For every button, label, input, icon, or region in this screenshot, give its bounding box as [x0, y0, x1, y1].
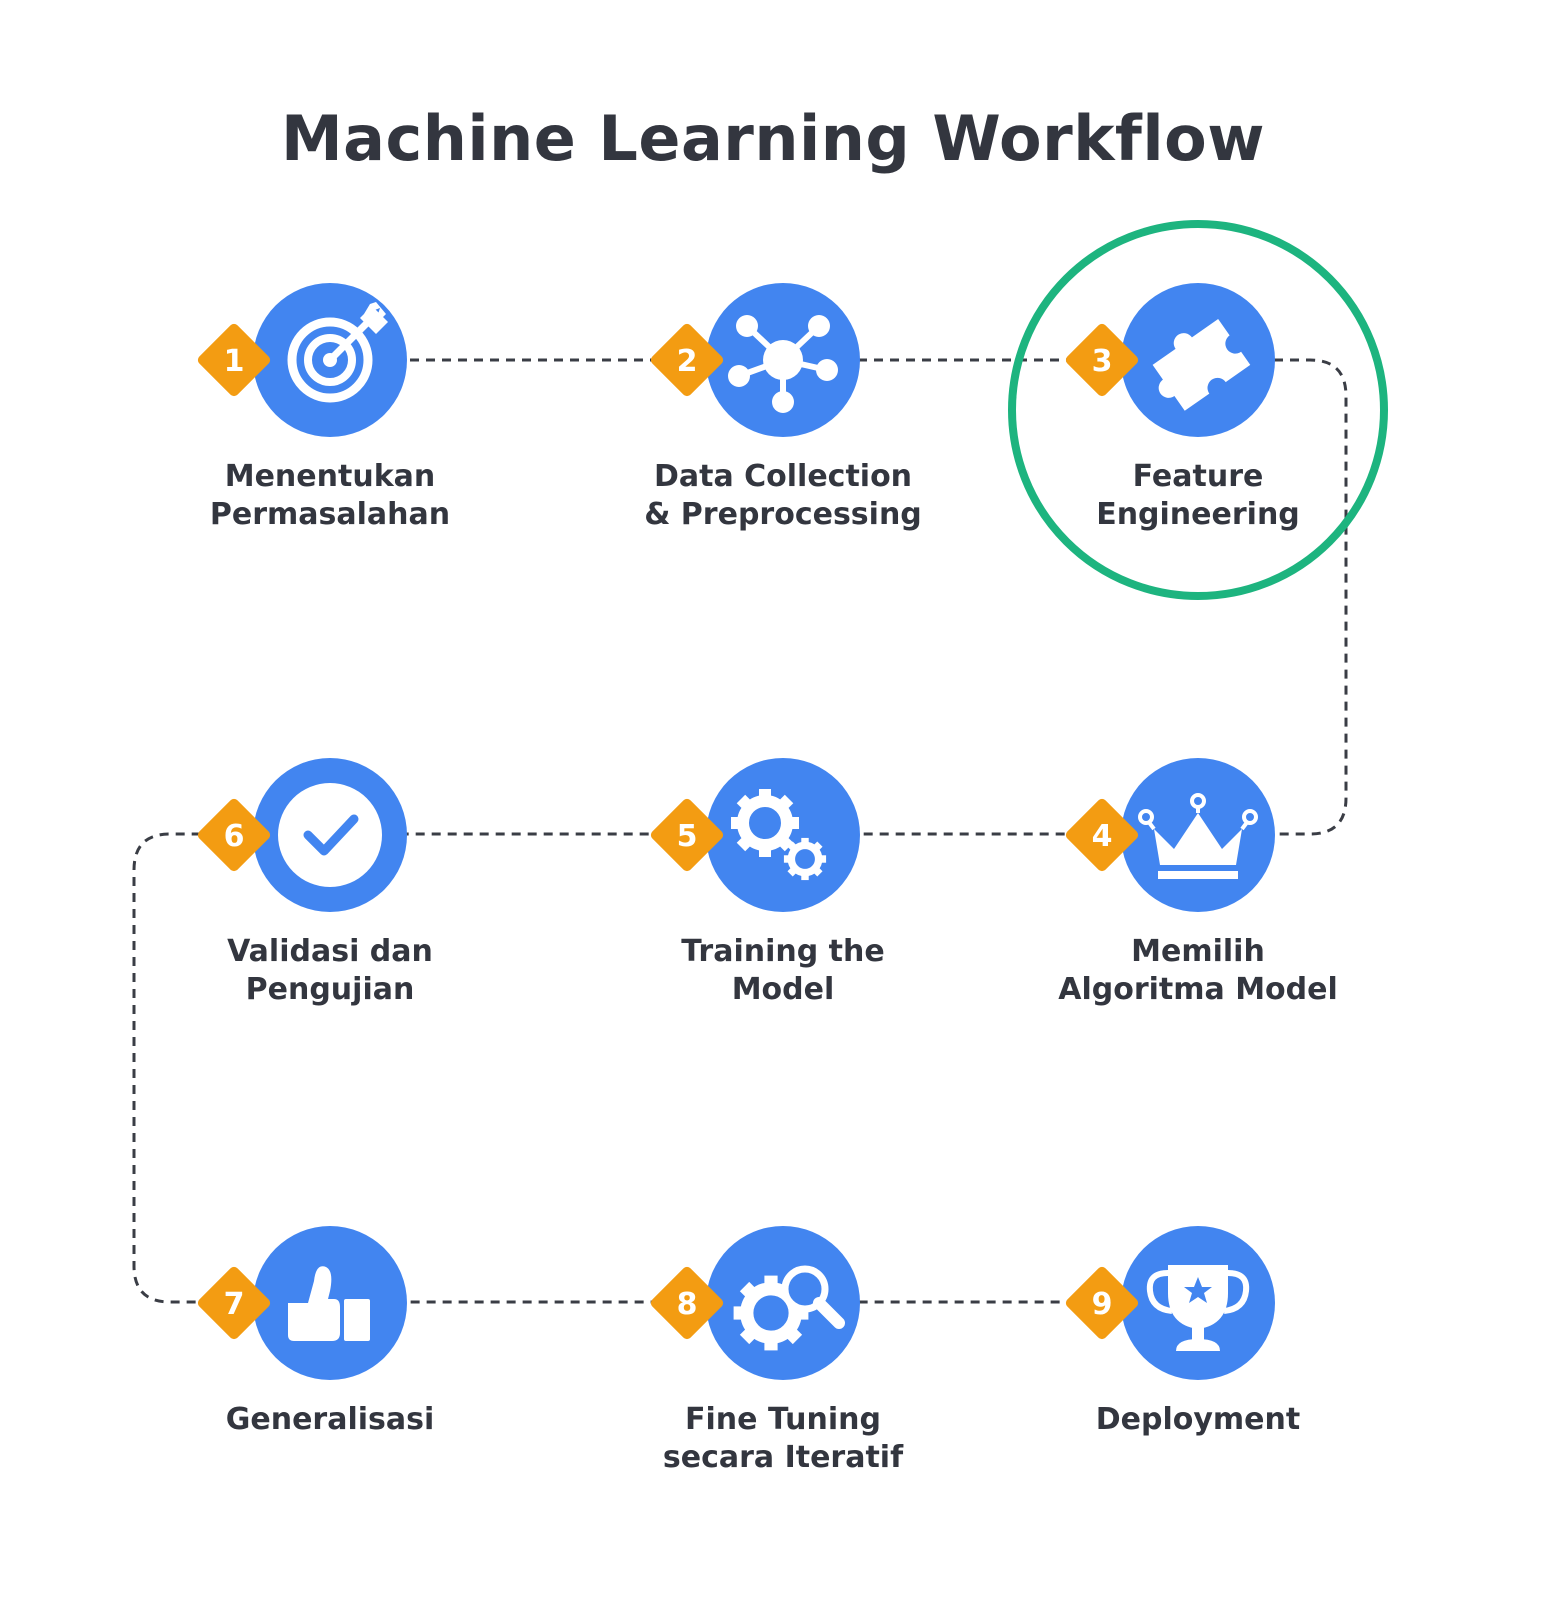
step-1: 1 [197, 283, 407, 437]
step-number: 8 [677, 1287, 698, 1322]
step-badge [197, 798, 271, 872]
step-badge [650, 323, 724, 397]
highlight-ring [1008, 220, 1388, 600]
step-label: Generalisasi [140, 1401, 520, 1439]
step-badge [1065, 323, 1139, 397]
step-label-line: Pengujian [245, 972, 415, 1007]
step-4: 4 [1065, 758, 1275, 912]
step-label-line: Deployment [1095, 1402, 1301, 1437]
step-5: 5 [650, 758, 860, 912]
checkmark-icon [278, 783, 382, 887]
step-number: 1 [224, 344, 245, 379]
step-number: 3 [1092, 344, 1113, 379]
step-label-line: Memilih [1131, 934, 1265, 969]
step-2: 2 [650, 283, 860, 437]
step-number: 6 [224, 819, 245, 854]
step-badge [197, 1266, 271, 1340]
step-label-line: Engineering [1096, 497, 1300, 532]
step-circle [706, 1226, 860, 1380]
step-label: Data Collection& Preprocessing [593, 458, 973, 534]
step-badge [1065, 798, 1139, 872]
step-label-line: Training the [681, 934, 885, 969]
step-label-line: Feature [1132, 459, 1264, 494]
step-3: 3 [1065, 283, 1275, 437]
step-label-line: Generalisasi [225, 1402, 435, 1437]
step-8: 8 [650, 1226, 860, 1380]
step-label: Deployment [1008, 1401, 1388, 1439]
step-badge [650, 1266, 724, 1340]
step-label-line: Permasalahan [209, 497, 451, 532]
step-label-line: Fine Tuning [685, 1402, 881, 1437]
step-label-line: Algoritma Model [1058, 972, 1338, 1007]
diagram-title: Machine Learning Workflow [280, 102, 1266, 175]
step-number: 7 [224, 1287, 245, 1322]
step-number: 2 [677, 344, 698, 379]
step-badge [197, 323, 271, 397]
step-badge [650, 798, 724, 872]
step-label-line: & Preprocessing [644, 497, 922, 532]
step-7: 7 [197, 1226, 407, 1380]
step-label-line: secara Iteratif [662, 1440, 904, 1475]
step-badge [1065, 1266, 1139, 1340]
step-number: 9 [1092, 1287, 1113, 1322]
step-number: 5 [677, 819, 698, 854]
step-6: 6 [197, 758, 407, 912]
step-label-line: Validasi dan [227, 934, 433, 969]
step-label-line: Model [731, 972, 835, 1007]
step-label-line: Data Collection [653, 459, 913, 494]
steps-layer: 1 2 3 4 5 6 7 8 9 [197, 283, 1275, 1380]
step-9: 9 [1065, 1226, 1275, 1380]
step-number: 4 [1092, 819, 1113, 854]
step-label-line: Menentukan [224, 459, 436, 494]
